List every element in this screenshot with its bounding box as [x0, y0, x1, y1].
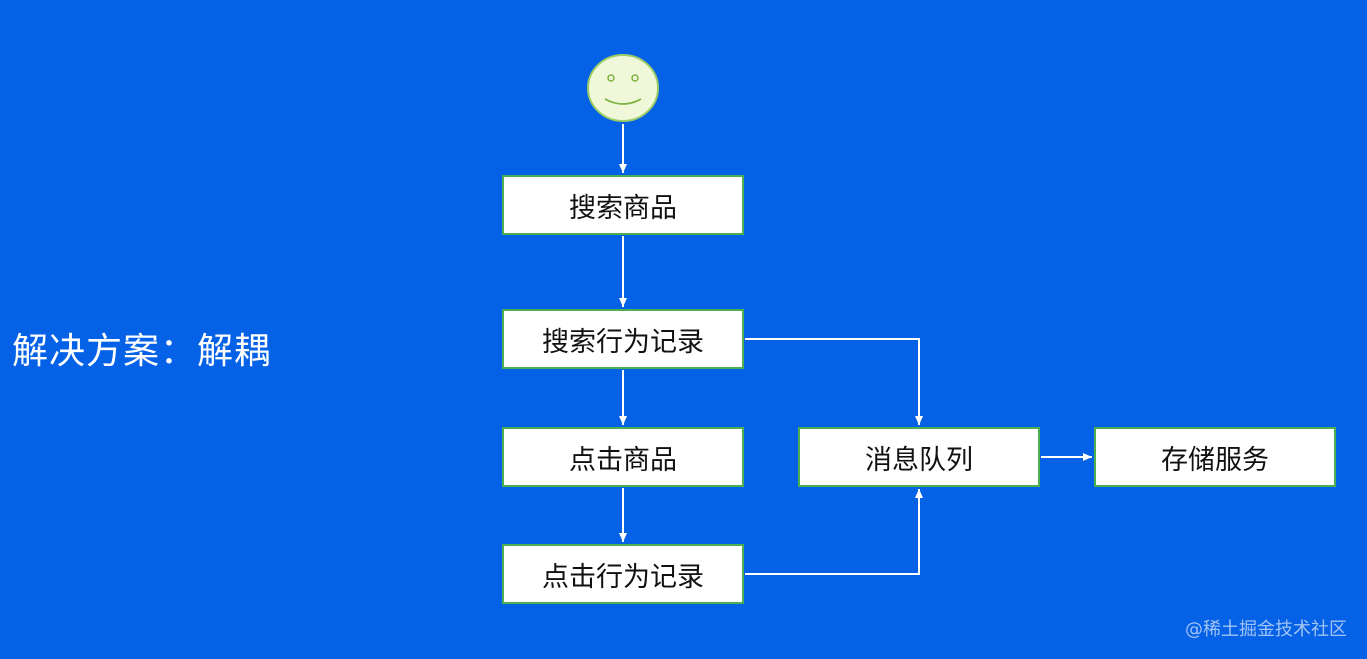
node-search-log: 搜索行为记录: [502, 309, 744, 369]
node-storage-service: 存储服务: [1094, 427, 1336, 487]
node-click-log: 点击行为记录: [502, 544, 744, 604]
node-click-product: 点击商品: [502, 427, 744, 487]
node-message-queue: 消息队列: [798, 427, 1040, 487]
arrow-click-log-to-mq: [745, 489, 923, 575]
slide-heading: 解决方案：解耦: [12, 331, 272, 372]
smiley-face-icon: [587, 54, 659, 122]
node-search-product: 搜索商品: [502, 175, 744, 235]
arrow-search-log-to-mq: [745, 338, 923, 425]
watermark: @稀土掘金技术社区: [1185, 619, 1347, 640]
